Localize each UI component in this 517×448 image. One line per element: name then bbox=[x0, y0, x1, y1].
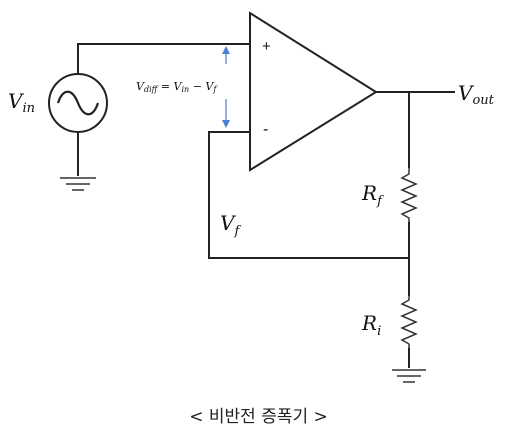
vin-label: Vin bbox=[8, 89, 35, 116]
minus-terminal-label: - bbox=[263, 121, 268, 138]
resistor-icon bbox=[400, 168, 418, 222]
vout-label: Vout bbox=[458, 81, 495, 108]
ground-icon bbox=[60, 177, 96, 191]
opamp-triangle-icon bbox=[249, 11, 378, 172]
rf-label: Rf bbox=[361, 181, 384, 209]
diagram-caption: < 비반전 증폭기 > bbox=[189, 407, 328, 427]
ri-label: Ri bbox=[361, 311, 381, 339]
input-wire bbox=[77, 43, 250, 74]
vdiff-arrow bbox=[222, 46, 230, 128]
plus-terminal-label: + bbox=[262, 38, 271, 55]
vf-label: Vf bbox=[220, 211, 241, 239]
ground-icon bbox=[392, 369, 426, 383]
vdiff-formula: Vdiff = Vin − Vf bbox=[136, 80, 218, 94]
resistor-icon bbox=[400, 296, 418, 348]
ac-source-icon bbox=[48, 73, 108, 133]
feedback-wire bbox=[208, 92, 410, 296]
